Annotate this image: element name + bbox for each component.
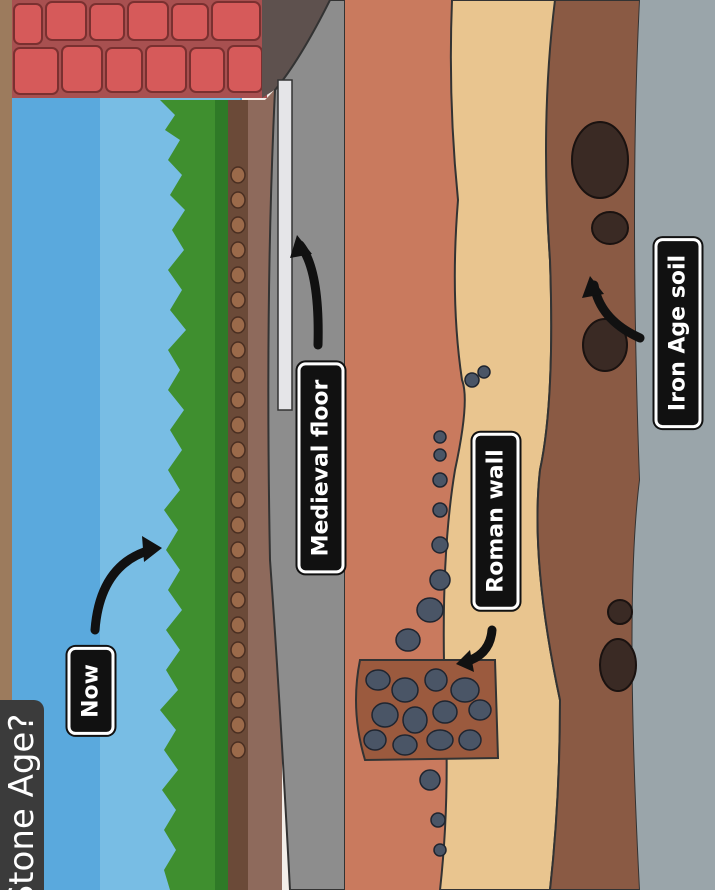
label-medieval-floor: Medieval floor [298, 363, 345, 574]
label-iron-age-soil: Iron Age soil [655, 238, 702, 428]
side-tab: Stone Age? [0, 700, 44, 890]
label-now: Now [68, 647, 115, 735]
label-roman-wall: Roman wall [473, 432, 520, 609]
medieval-floor-slab [278, 80, 292, 410]
side-tab-text: Stone Age? [2, 714, 42, 890]
bedrock-layer [633, 0, 715, 890]
